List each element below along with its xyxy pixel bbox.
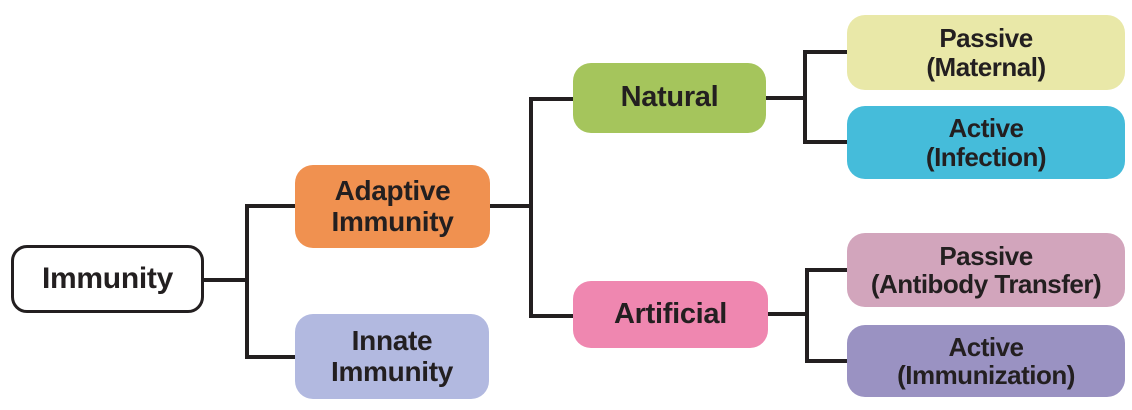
node-active-infection: Active (Infection) [847,106,1125,179]
node-innate-immunity-label-line2: Immunity [330,355,454,387]
node-passive-maternal-label-line2: (Maternal) [926,51,1046,82]
node-immunity: Immunity [11,245,204,313]
node-active-infection-label-line1: Active [948,113,1024,144]
node-innate-immunity: Innate Immunity [295,314,489,399]
node-active-immunization: Active (Immunization) [847,325,1125,397]
node-adaptive-immunity-label-line1: Adaptive [334,175,451,207]
node-natural: Natural [573,63,766,133]
node-artificial-label: Artificial [613,297,728,330]
node-passive-antibody-transfer-label-line2: (Antibody Transfer) [870,269,1102,299]
node-passive-maternal-label-line1: Passive [939,23,1033,54]
node-active-immunization-label-line1: Active [948,331,1024,362]
connector-group [204,50,847,363]
node-artificial: Artificial [573,281,768,348]
node-active-infection-label-line2: (Infection) [925,141,1047,172]
connector-adaptive-children [529,97,573,318]
node-adaptive-immunity: Adaptive Immunity [295,165,490,248]
connector-artificial-children [805,268,847,363]
node-active-immunization-label-line2: (Immunization) [897,360,1075,390]
connector-immunity-children [245,204,295,359]
node-natural-label: Natural [620,81,719,114]
node-innate-immunity-label-line1: Innate [351,325,433,357]
node-passive-antibody-transfer: Passive (Antibody Transfer) [847,233,1125,307]
connector-natural-children [803,50,847,144]
node-passive-maternal: Passive (Maternal) [847,15,1125,90]
node-passive-antibody-transfer-label-line1: Passive [939,240,1033,271]
node-immunity-label: Immunity [42,261,173,295]
node-adaptive-immunity-label-line2: Immunity [331,205,454,237]
